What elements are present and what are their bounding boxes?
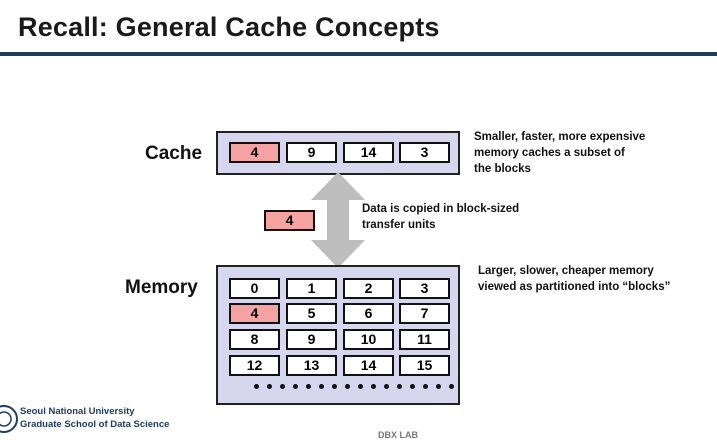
memory-block: 6 [343, 303, 394, 324]
ellipsis-dot [410, 383, 415, 389]
ellipsis-dot [449, 383, 454, 389]
footer-lab: DBX LAB [378, 430, 418, 440]
memory-block: 12 [229, 355, 280, 376]
memory-ellipsis [254, 380, 454, 392]
memory-block: 13 [286, 355, 337, 376]
memory-block: 3 [399, 278, 450, 299]
ellipsis-dot [358, 383, 363, 389]
university-emblem-icon [0, 405, 18, 433]
memory-block: 1 [286, 278, 337, 299]
memory-block: 2 [343, 278, 394, 299]
memory-block: 14 [343, 355, 394, 376]
transfer-note-line-1: Data is copied in block-sized [362, 203, 520, 215]
cache-note-line-2: memory caches a subset of [474, 147, 625, 159]
cache-note-line-3: the blocks [474, 163, 531, 175]
transfer-block: 4 [264, 210, 315, 231]
ellipsis-dot [345, 383, 350, 389]
transfer-note: Data is copied in block-sized transfer u… [362, 201, 519, 233]
ellipsis-dot [397, 383, 402, 389]
ellipsis-dot [423, 383, 428, 389]
cache-note-line-1: Smaller, faster, more expensive [474, 131, 646, 143]
memory-label: Memory [125, 277, 198, 298]
memory-block: 15 [399, 355, 450, 376]
footer-university: Seoul National University [20, 406, 135, 417]
ellipsis-dot [371, 383, 376, 389]
memory-block: 7 [399, 303, 450, 324]
memory-block: 5 [286, 303, 337, 324]
footer-school: Graduate School of Data Science [20, 419, 170, 430]
memory-note: Larger, slower, cheaper memory viewed as… [478, 263, 670, 295]
cache-block: 3 [399, 142, 450, 163]
cache-block: 4 [229, 142, 280, 163]
cache-block: 9 [286, 142, 337, 163]
ellipsis-dot [319, 383, 324, 389]
ellipsis-dot [306, 383, 311, 389]
ellipsis-dot [384, 383, 389, 389]
ellipsis-dot [254, 383, 259, 389]
cache-note: Smaller, faster, more expensive memory c… [474, 129, 645, 177]
ellipsis-dot [267, 383, 272, 389]
memory-block: 8 [229, 329, 280, 350]
cache-block: 14 [343, 142, 394, 163]
transfer-note-line-2: transfer units [362, 219, 436, 231]
memory-note-line-1: Larger, slower, cheaper memory [478, 265, 654, 277]
memory-block: 10 [343, 329, 394, 350]
memory-block: 0 [229, 278, 280, 299]
memory-note-line-2: viewed as partitioned into “blocks” [478, 281, 671, 293]
transfer-arrow-icon [311, 172, 365, 268]
title-rule [0, 52, 717, 56]
memory-block: 4 [229, 303, 280, 324]
ellipsis-dot [436, 383, 441, 389]
memory-block: 9 [286, 329, 337, 350]
ellipsis-dot [293, 383, 298, 389]
ellipsis-dot [280, 383, 285, 389]
slide-title: Recall: General Cache Concepts [18, 12, 440, 42]
cache-label: Cache [145, 143, 203, 164]
memory-block: 11 [399, 329, 450, 350]
ellipsis-dot [332, 383, 337, 389]
